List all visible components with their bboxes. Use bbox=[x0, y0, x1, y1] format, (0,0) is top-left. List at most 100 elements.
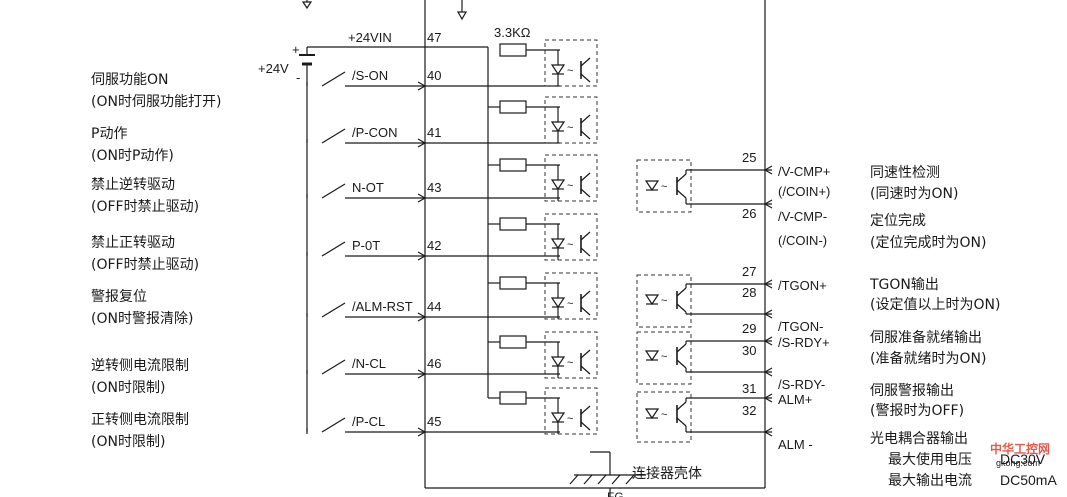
light-wave-icon: ~ bbox=[661, 409, 667, 421]
output-title: TGON输出 bbox=[869, 277, 939, 293]
fg-label: FG bbox=[607, 490, 624, 497]
supply-voltage-label: +24V bbox=[258, 61, 289, 76]
output-label: /TGON+ bbox=[778, 278, 827, 293]
output-rows: ~2526/V-CMP+(/COIN+)/V-CMP-(/COIN-)~2728… bbox=[636, 150, 830, 452]
photocoupler-box bbox=[636, 391, 692, 443]
diode-icon bbox=[550, 64, 566, 76]
arrow-head bbox=[763, 199, 773, 209]
transistor-collector bbox=[580, 114, 591, 124]
transistor-emitter bbox=[676, 359, 687, 369]
arrow-head bbox=[763, 309, 773, 319]
light-wave-icon: ~ bbox=[661, 181, 667, 193]
left-signal-desc: (OFF时禁止驱动) bbox=[91, 257, 199, 273]
watermark: 中华工控网 gkong.com bbox=[990, 441, 1050, 468]
max-current-value: DC50mA bbox=[1000, 472, 1057, 488]
input-label: /S-ON bbox=[352, 68, 388, 83]
output-pin-number: 31 bbox=[742, 381, 756, 396]
transistor-emitter bbox=[580, 365, 591, 375]
transistor-emitter bbox=[580, 421, 591, 431]
output-pin-number: 30 bbox=[742, 343, 756, 358]
photocoupler-box bbox=[636, 274, 692, 328]
resistor-label: 3.3KΩ bbox=[494, 25, 531, 40]
input-pin-number: 43 bbox=[427, 180, 441, 195]
output-label: /S-RDY- bbox=[778, 377, 825, 392]
input-label: P-0T bbox=[352, 238, 380, 253]
left-signal-title: 禁止逆转驱动 bbox=[91, 177, 175, 193]
transistor-emitter bbox=[676, 417, 687, 427]
arrow-head bbox=[763, 367, 773, 377]
switch-contact bbox=[321, 417, 346, 433]
transistor-collector bbox=[676, 287, 687, 297]
max-current-label: 最大输出电流 bbox=[888, 473, 972, 489]
supply-minus-sign: - bbox=[296, 70, 300, 85]
diode-icon bbox=[550, 412, 566, 424]
left-signal-title: 逆转侧电流限制 bbox=[91, 358, 189, 374]
output-pin-number: 32 bbox=[742, 403, 756, 418]
light-wave-icon: ~ bbox=[567, 239, 573, 251]
diode-icon bbox=[644, 408, 660, 420]
input-label: /P-CON bbox=[352, 125, 398, 140]
photocoupler-title: 光电耦合器输出 bbox=[870, 431, 968, 447]
diode-icon bbox=[550, 121, 566, 133]
output-title: 伺服准备就绪输出 bbox=[870, 329, 982, 346]
arrow-head bbox=[763, 393, 773, 403]
output-pin-number: 26 bbox=[742, 206, 756, 221]
arrow-head bbox=[763, 427, 773, 437]
input-label: N-OT bbox=[352, 180, 384, 195]
input-pin-number: 40 bbox=[427, 68, 441, 83]
output-label: /S-RDY+ bbox=[778, 335, 830, 350]
output-desc: (定位完成时为ON) bbox=[870, 235, 986, 251]
output-pin-number: 27 bbox=[742, 264, 756, 279]
photocoupler-box bbox=[544, 387, 598, 435]
left-signal-desc: (ON时伺服功能打开) bbox=[91, 93, 221, 110]
diode-icon bbox=[550, 297, 566, 309]
connector-shell-label: 连接器壳体 bbox=[632, 465, 702, 482]
switch-contact bbox=[321, 302, 346, 318]
max-voltage-value: DC30V bbox=[1000, 451, 1046, 467]
left-signal-title: 正转侧电流限制 bbox=[91, 412, 189, 428]
transistor-collector bbox=[580, 405, 591, 415]
resistor bbox=[499, 217, 527, 231]
light-wave-icon: ~ bbox=[567, 413, 573, 425]
switch-contact bbox=[321, 128, 346, 144]
diode-icon bbox=[644, 180, 660, 192]
transistor-collector bbox=[676, 343, 687, 353]
output-pin-number: 25 bbox=[742, 150, 756, 165]
output-label: (/COIN+) bbox=[778, 184, 830, 199]
rail-pin: 47 bbox=[427, 30, 441, 45]
output-pin-number: 28 bbox=[742, 285, 756, 300]
left-signal-desc: (ON时限制) bbox=[91, 380, 165, 396]
watermark-url: gkong.com bbox=[996, 458, 1040, 468]
max-voltage-label: 最大使用电压 bbox=[888, 451, 972, 468]
diode-icon bbox=[550, 179, 566, 191]
output-label: ALM+ bbox=[778, 392, 812, 407]
output-desc: (警报时为OFF) bbox=[870, 403, 964, 419]
input-pin-number: 46 bbox=[427, 356, 441, 371]
left-signal-title: 禁止正转驱动 bbox=[91, 235, 175, 251]
transistor-emitter bbox=[580, 130, 591, 140]
input-pin-number: 44 bbox=[427, 299, 441, 314]
output-title: 定位完成 bbox=[870, 213, 926, 229]
transistor-emitter bbox=[580, 73, 591, 83]
diode-icon bbox=[550, 238, 566, 250]
output-title: 伺服警报输出 bbox=[870, 383, 954, 399]
transistor-emitter bbox=[580, 306, 591, 316]
output-label: (/COIN-) bbox=[778, 233, 827, 248]
resistor bbox=[499, 276, 527, 290]
resistor bbox=[499, 335, 527, 349]
photocoupler-box bbox=[636, 331, 692, 385]
input-label: /N-CL bbox=[352, 356, 386, 371]
watermark-text: 中华工控网 bbox=[990, 441, 1050, 456]
diode-icon bbox=[644, 350, 660, 362]
left-signal-title: 伺服功能ON bbox=[91, 72, 169, 88]
resistor bbox=[499, 158, 527, 172]
supply-plus-sign: + bbox=[292, 42, 300, 57]
transistor-emitter bbox=[676, 189, 687, 199]
rail-label: +24VIN bbox=[348, 30, 392, 45]
left-signal-desc: (ON时警报清除) bbox=[91, 311, 193, 327]
